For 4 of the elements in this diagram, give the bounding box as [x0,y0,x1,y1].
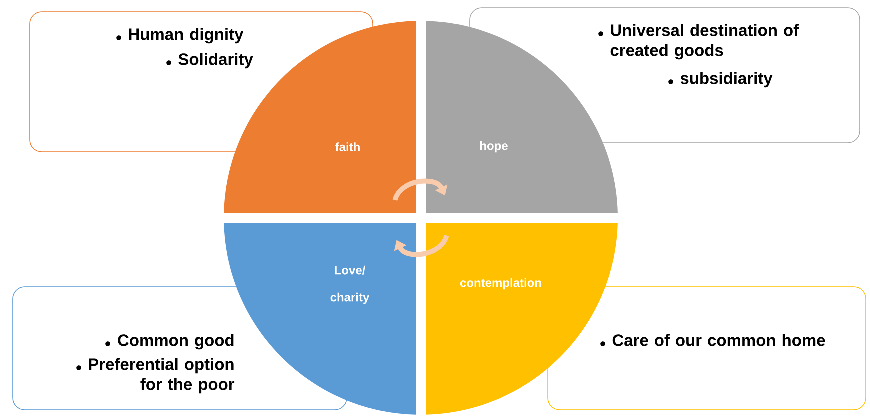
cycle-arrow [392,178,448,202]
cycle-arrow [394,234,450,258]
text-box [548,286,866,410]
bullet-text: subsidiarity [680,72,773,88]
